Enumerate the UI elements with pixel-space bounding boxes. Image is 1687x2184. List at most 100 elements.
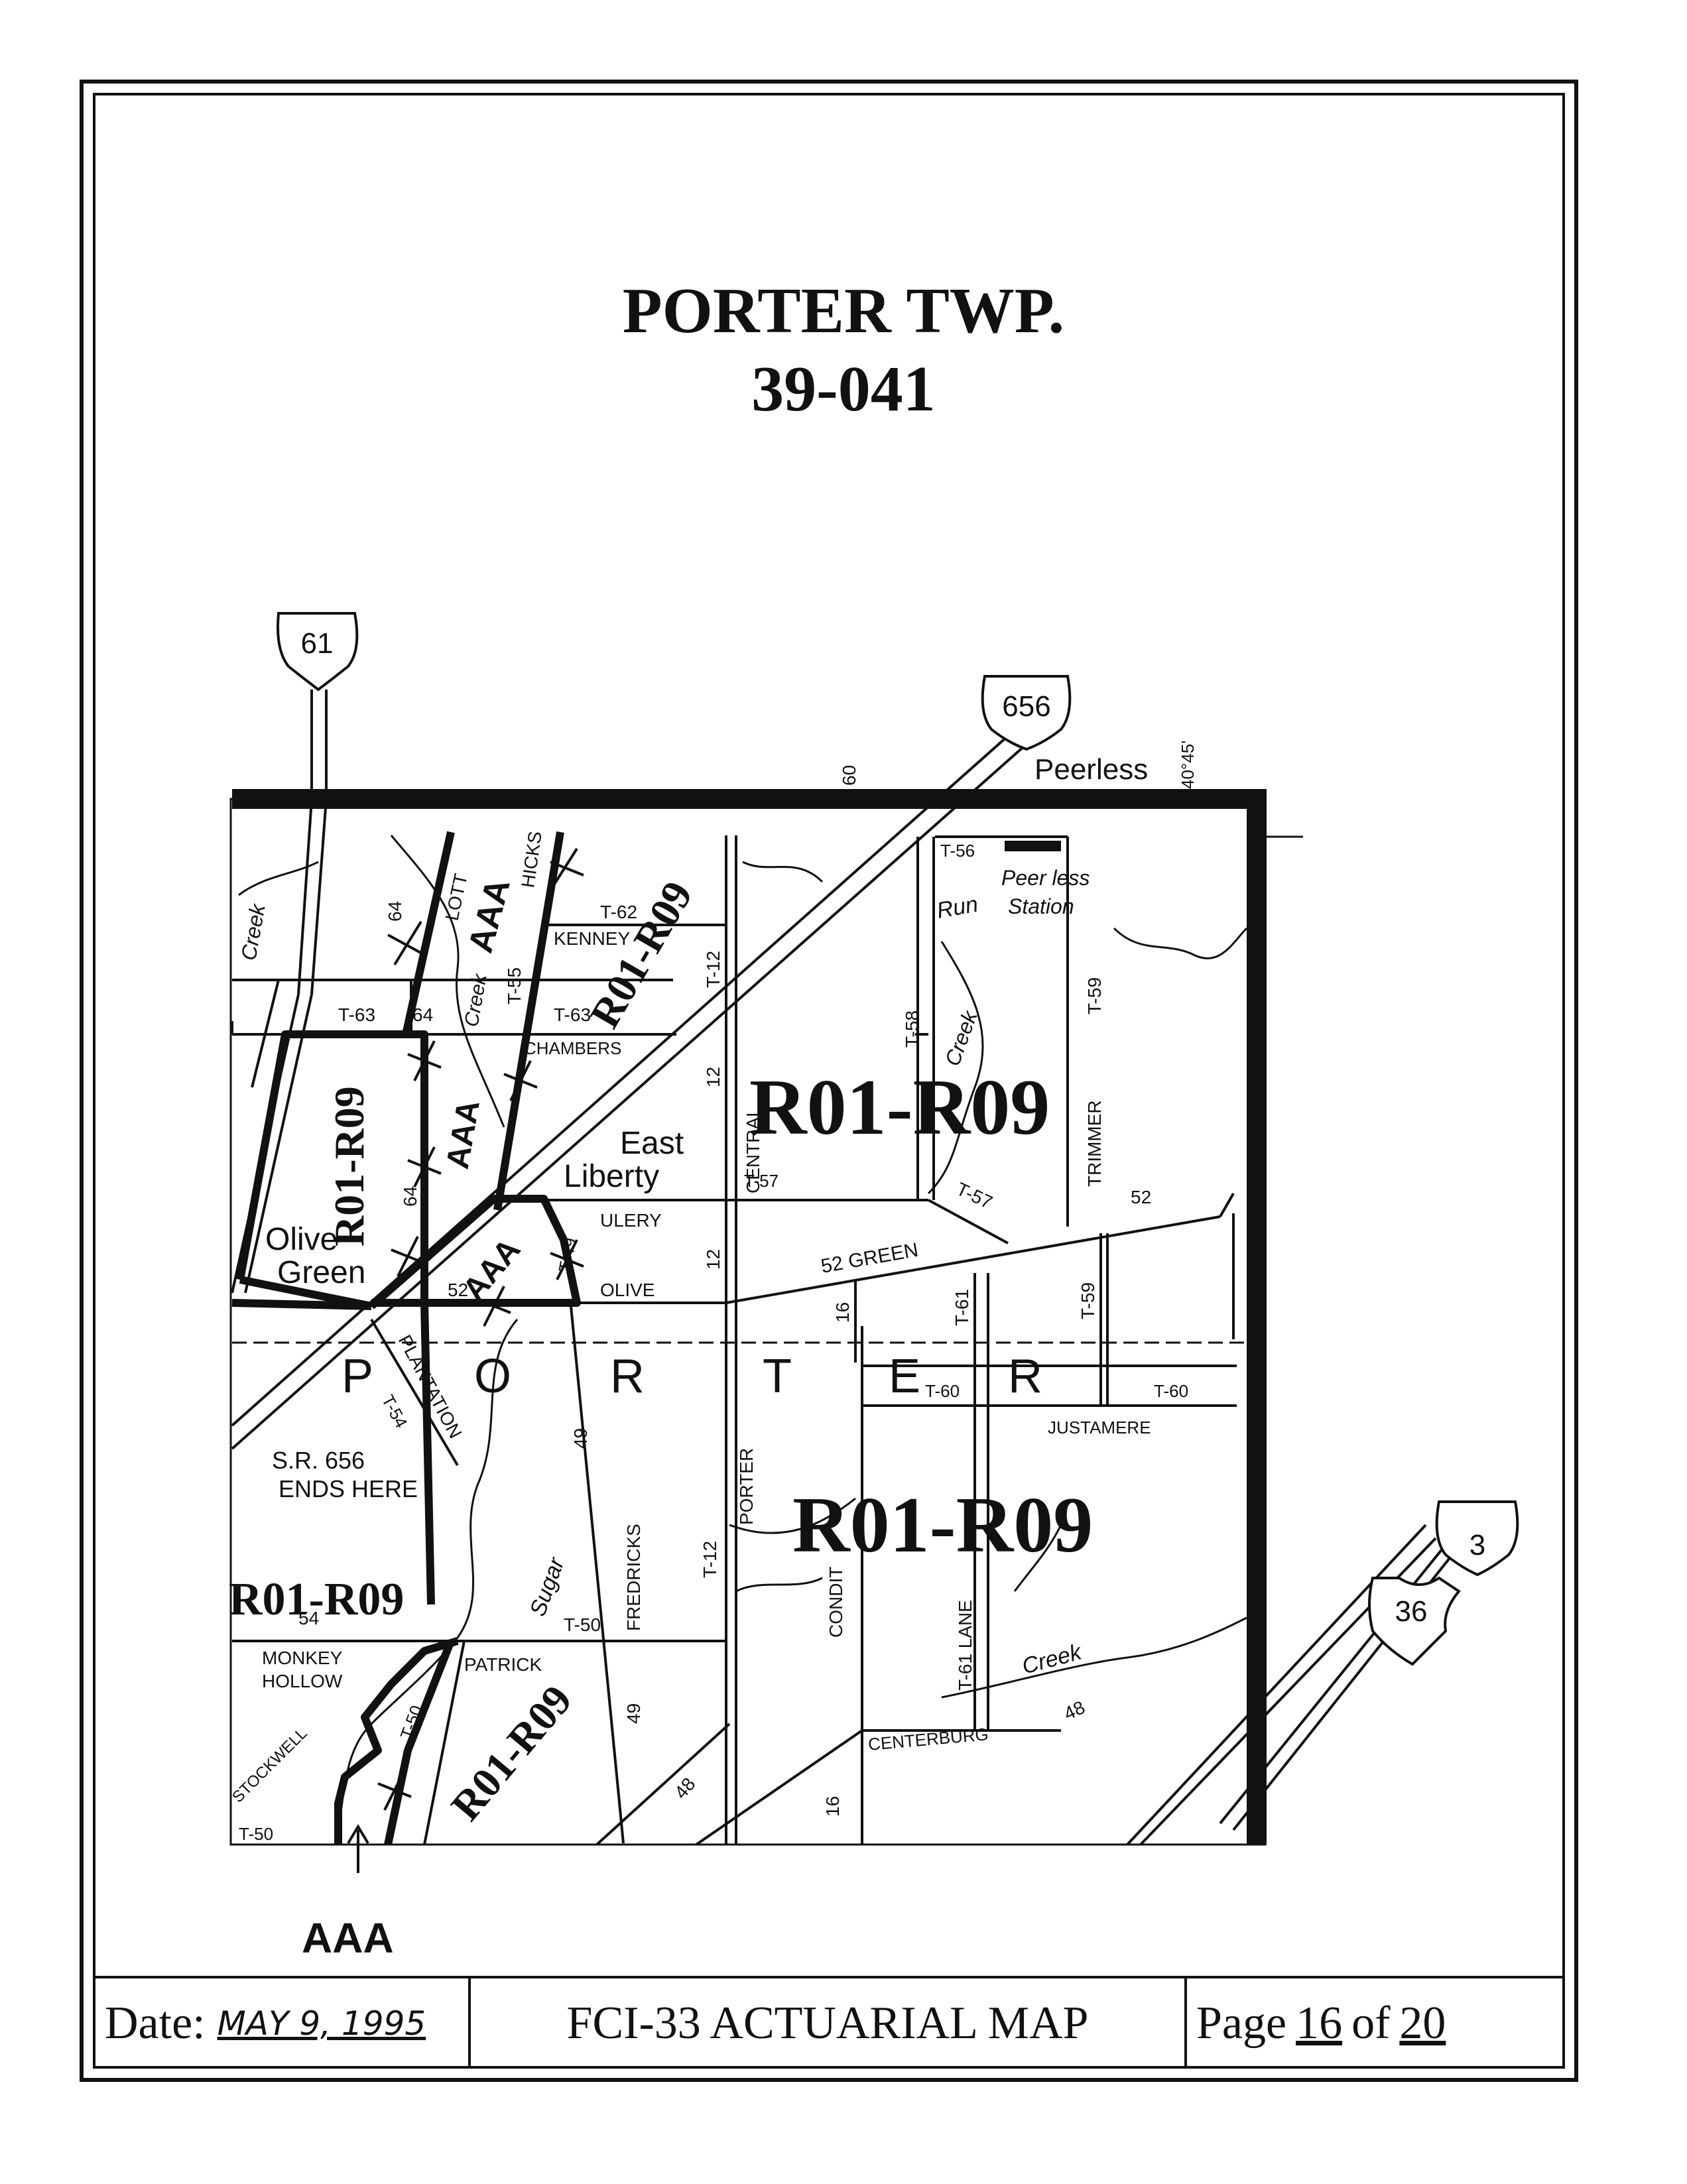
township-letter-o: O [474,1350,511,1403]
road-label: 64 [412,1004,433,1025]
road-label: T-63 [338,1004,375,1025]
place-peerless-station-line1: Peer less [1001,866,1090,890]
rating-zone-label: R01-R09 [792,1481,1093,1569]
page-label: Page [1196,1998,1287,2049]
road-label: 54 [298,1608,319,1628]
peerless-station-marker [1005,841,1061,851]
road-label: 16 [822,1796,843,1817]
water-label: Creek [940,1006,983,1069]
footer-map-name-cell: FCI-33 ACTUARIAL MAP [471,1978,1187,2069]
road-label: T-62 [600,902,637,922]
streams [238,835,1248,1831]
place-east-liberty-line1: East [620,1126,684,1161]
page-border-inner [93,93,1565,2069]
road-label: OLIVE [600,1280,655,1300]
water-label: Sugar [525,1553,570,1620]
road-label: LOTT [442,872,471,922]
road-label: T-55 [504,967,525,1004]
road-label: T-63 [554,1004,591,1025]
route-656-number: 656 [1002,690,1050,723]
road-label: CENTERBURG [867,1724,989,1754]
township-name: PORTER TWP. [622,275,1065,347]
road-label: T-57 [744,1171,779,1191]
road-label: 16 [832,1302,853,1323]
place-olive-green-line2: Green [277,1255,365,1290]
route-shield-656: 656 [981,675,1072,751]
date-value: MAY 9, 1995 [217,2004,426,2043]
road-label: HICKS [517,830,546,889]
road-label: T-58 [902,1010,922,1048]
footer-bar: Date: MAY 9, 1995 FCI-33 ACTUARIAL MAP P… [93,1976,1565,2069]
water-label: Creek [236,901,270,962]
rating-zone-label: R01-R09 [229,1574,404,1625]
road-label: 49 [570,1428,591,1449]
map-title: PORTER TWP. 39-041 [0,272,1687,428]
route-3-number: 3 [1469,1529,1485,1561]
page-border-outer [80,80,1578,2082]
aaa-arrowhead [347,1824,369,1845]
map-boundary [229,789,1303,1846]
road-label: TRIMMER [1084,1100,1105,1187]
route-61-number: 61 [301,627,334,660]
footer-date-cell: Date: MAY 9, 1995 [93,1978,471,2069]
road-label: T-59 [1078,1282,1098,1319]
road-label: T-56 [940,841,975,861]
page-of-label: of [1351,1998,1391,2049]
place-peerless: Peerless [1034,753,1148,786]
place-peerless-station-line2: Station [1008,894,1074,918]
road-label: PORTER [736,1448,757,1525]
boundary-x-marks [377,847,584,1811]
township-letter-r2: R [1008,1350,1042,1403]
road-label: 48 [1060,1697,1088,1724]
route-shield-3: 3 [1435,1500,1519,1577]
road-label: ULERY [600,1210,662,1231]
route-shield-36: 36 [1368,1576,1461,1666]
aaa-mark: AAA [440,1097,487,1172]
road-label: 12 [703,1249,723,1270]
road-label: T-50 [564,1614,601,1635]
place-olive-green-line1: Olive [265,1222,338,1257]
road-label: 12 [703,1067,723,1087]
water-label: Creek [1019,1639,1085,1679]
date-label: Date: [105,1998,206,2049]
road-label: T-57 [953,1178,995,1213]
footer-page-cell: Page 16 of 20 [1187,1978,1565,2069]
road-label: KENNEY [554,928,630,949]
route-36-number: 36 [1395,1595,1428,1628]
road-label: 52 [448,1280,468,1300]
coordinate-label: 40°45' [1178,741,1198,789]
water-label: Run [935,892,980,924]
road-label: CONDIT [826,1567,846,1638]
note-sr656-line2: ENDS HERE [279,1475,418,1502]
road-label: T-54 [378,1392,412,1431]
road-label: FREDRICKS [623,1524,644,1631]
map-name: FCI-33 ACTUARIAL MAP [566,1998,1089,2049]
rating-zone-label: R01-R09 [326,1086,373,1246]
road-label: STOCKWELL [229,1725,310,1806]
road-label: T-59 [1084,977,1105,1014]
page-number: 16 [1296,1998,1343,2049]
rating-zone-label: R01-R09 [442,1676,581,1829]
route-shield-61: 61 [277,612,359,692]
page-total: 20 [1399,1998,1446,2049]
place-east-liberty-line2: Liberty [564,1159,659,1194]
township-letter-t: T [763,1350,792,1403]
road-label: 49 [623,1703,644,1724]
state-routes [231,690,1454,1846]
road-label: CENTRAL [743,1107,763,1193]
road-label: 60 [839,765,859,786]
road-label: T-60 [1154,1381,1188,1401]
road-label: T-12 [703,951,723,988]
road-label: JUSTAMERE [1048,1418,1151,1437]
road-label: T-12 [700,1541,720,1578]
aaa-mark-bottom: AAA [302,1914,394,1962]
road-label: 52 [1131,1187,1151,1207]
road-label: 48 [670,1774,700,1803]
aaa-mark: AAA [462,875,518,957]
township-letter-e: E [889,1350,920,1403]
road-label: T-49 [554,1237,580,1274]
road-label: T-61 LANE [955,1600,975,1691]
road-label: T-60 [925,1381,960,1401]
road-label: 64 [400,1186,420,1207]
